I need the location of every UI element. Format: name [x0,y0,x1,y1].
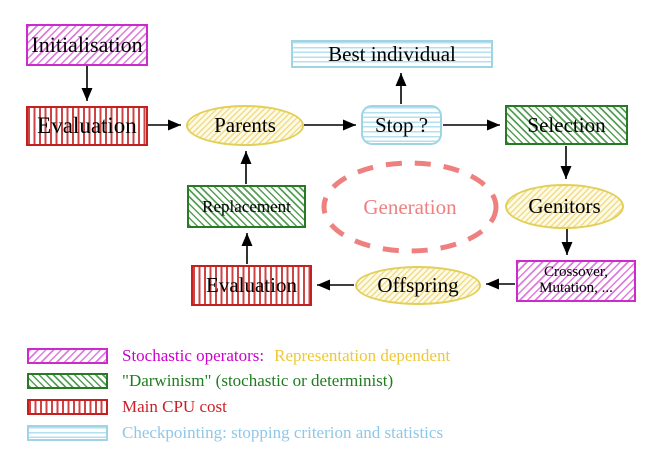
legend-row-stochastic-operators: Stochastic operators: Representation dep… [27,346,450,366]
node-evaluation-top: Evaluation [26,106,148,146]
legend-swatch-magenta-hatch [27,348,108,364]
legend-label-stochastic-operators: Stochastic operators: [122,346,265,365]
node-evaluation-bottom-label: Evaluation [206,273,297,298]
node-replacement: Replacement [187,185,306,228]
node-replacement-label: Replacement [202,196,291,216]
node-crossover-label-line1: Crossover, [544,264,608,281]
node-parents: Parents [186,105,304,146]
legend-swatch-green-hatch [27,373,108,389]
node-selection-label: Selection [527,112,606,137]
node-best-individual-label: Best individual [328,41,456,66]
node-stop-label: Stop ? [374,112,429,137]
node-best-individual: Best individual [291,40,493,68]
node-crossover-label-line2: Mutation, ... [539,280,613,296]
legend-label-darwinism: "Darwinism" (stochastic or determinist) [122,371,394,390]
node-offspring-label: Offspring [377,273,459,298]
node-parents-label: Parents [214,113,276,138]
legend-row-main-cpu-cost: Main CPU cost [27,397,227,417]
legend-swatch-red-lines [27,399,108,415]
node-evaluation-top-label: Evaluation [37,112,137,138]
legend-row-darwinism: "Darwinism" (stochastic or determinist) [27,371,393,391]
node-initialisation: Initialisation [26,24,148,66]
node-genitors: Genitors [505,184,624,229]
legend-row-checkpointing: Checkpointing: stopping criterion and st… [27,423,443,443]
node-evaluation-bottom: Evaluation [191,265,312,306]
node-genitors-label: Genitors [528,194,601,219]
generation-text: Generation [363,194,457,219]
node-selection: Selection [505,105,628,145]
node-generation-label: Generation [340,193,480,221]
node-crossover-mutation: Crossover, Mutation, ... [516,260,636,302]
legend-label-checkpointing: Checkpointing: stopping criterion and st… [122,423,444,442]
node-stop: Stop ? [361,105,442,145]
legend-swatch-cyan-lines [27,425,108,441]
legend-label-representation-dependent: Representation dependent [274,346,451,365]
legend-label-main-cpu-cost: Main CPU cost [122,397,227,416]
node-initialisation-label: Initialisation [31,32,143,58]
node-offspring: Offspring [355,266,481,305]
